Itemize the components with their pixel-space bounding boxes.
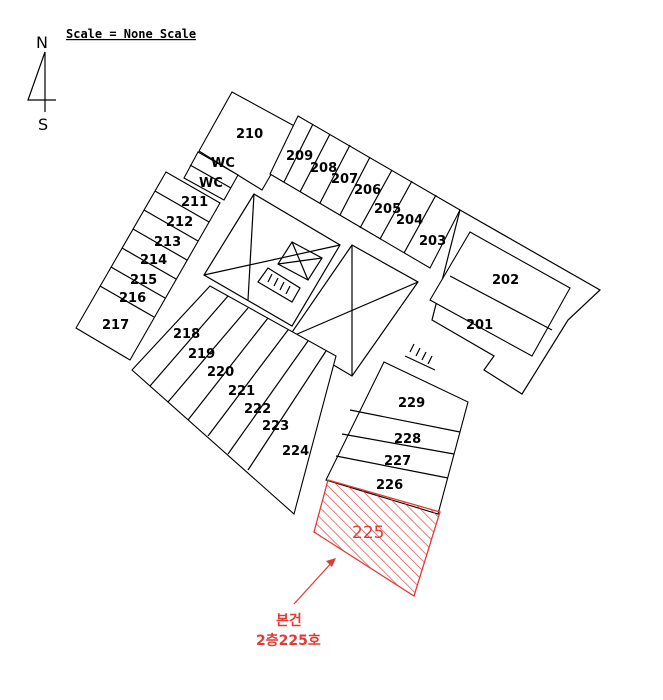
label-206: 206	[354, 183, 381, 198]
atrium	[203, 193, 419, 377]
label-220: 220	[207, 365, 234, 380]
label-213: 213	[154, 235, 181, 250]
row-211-217	[75, 171, 221, 361]
label-222: 222	[244, 402, 271, 417]
block-202-201	[429, 231, 571, 357]
north-wing	[183, 91, 461, 269]
label-215: 215	[130, 273, 157, 288]
label-219: 219	[188, 347, 215, 362]
label-223: 223	[262, 419, 289, 434]
compass: N S	[27, 33, 56, 134]
row-218-224	[131, 285, 337, 516]
label-217: 217	[102, 318, 129, 333]
label-225: 225	[352, 523, 384, 543]
label-214: 214	[140, 253, 167, 268]
unit-225-highlight[interactable]	[313, 479, 441, 598]
north-arrow-icon	[27, 51, 56, 112]
label-207: 207	[331, 172, 358, 187]
east-outline	[431, 209, 602, 395]
label-209: 209	[286, 149, 313, 164]
label-227: 227	[384, 454, 411, 469]
east-wing	[404, 209, 602, 395]
wc-block	[183, 151, 239, 201]
label-226: 226	[376, 478, 403, 493]
north-label: N	[36, 33, 48, 52]
south-east-wing	[313, 361, 469, 598]
pointer-line	[293, 559, 335, 605]
label-208: 208	[310, 161, 337, 176]
unit-labels: 210 209 208 207 206 205 204 203 202 201 …	[102, 127, 519, 543]
stair-center	[257, 267, 301, 303]
scale-label: Scale = None Scale	[66, 27, 196, 41]
label-205: 205	[374, 202, 401, 217]
label-202: 202	[492, 273, 519, 288]
label-216: 216	[119, 291, 146, 306]
label-201: 201	[466, 318, 493, 333]
row-209-203	[269, 115, 461, 269]
label-204: 204	[396, 213, 423, 228]
south-west-wing	[131, 285, 337, 516]
void-left	[203, 193, 341, 327]
label-224: 224	[282, 444, 309, 459]
label-212: 212	[166, 215, 193, 230]
label-221: 221	[228, 384, 255, 399]
label-229: 229	[398, 396, 425, 411]
unit-210[interactable]	[198, 91, 299, 191]
label-218: 218	[173, 327, 200, 342]
label-228: 228	[394, 432, 421, 447]
subject-note-line2: 2층225호	[256, 633, 321, 649]
south-label: S	[38, 115, 48, 134]
arrow-head-icon	[326, 558, 336, 567]
label-wc-1: WC	[211, 156, 235, 171]
subject-pointer: 본건 2층225호	[256, 558, 336, 649]
label-203: 203	[419, 234, 446, 249]
label-210: 210	[236, 127, 263, 142]
label-211: 211	[181, 195, 208, 210]
label-wc-2: WC	[199, 176, 223, 191]
subject-note-line1: 본건	[276, 612, 302, 629]
west-wing	[75, 171, 221, 361]
